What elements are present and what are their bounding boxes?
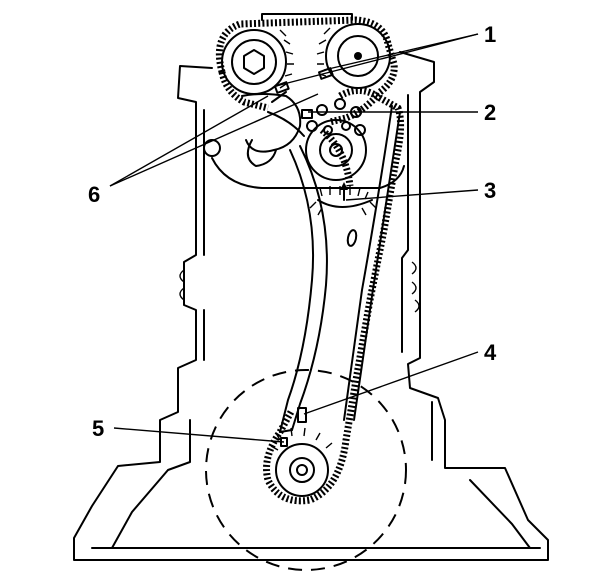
- callout-1: 1: [484, 22, 496, 47]
- callout-2: 2: [484, 100, 496, 125]
- crankshaft-sprocket: [270, 407, 333, 497]
- upper-timing-chain: [215, 16, 398, 126]
- balance-shaft-sprocket: [309, 182, 377, 247]
- callout-labels: 1 2 3 4 5 6: [88, 22, 497, 441]
- callout-6: 6: [88, 182, 100, 207]
- idler-sprocket: [305, 98, 367, 181]
- engine-block-outline: [73, 13, 549, 561]
- callout-4: 4: [484, 340, 497, 365]
- intake-cam-sprocket: [316, 23, 391, 89]
- crank-pulley-outline: [205, 369, 407, 571]
- callout-3: 3: [484, 178, 496, 203]
- callout-5: 5: [92, 416, 104, 441]
- exhaust-cam-sprocket: [221, 29, 294, 95]
- chain-guide: [279, 105, 401, 433]
- leader-lines: [109, 33, 479, 443]
